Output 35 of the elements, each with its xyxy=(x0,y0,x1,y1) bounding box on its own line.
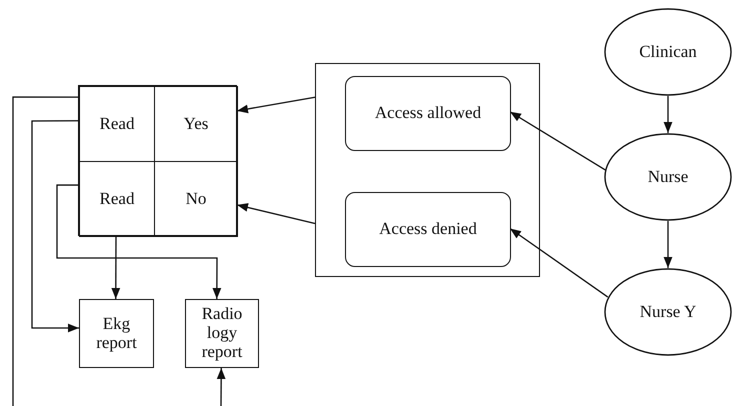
node-label: Ekg report xyxy=(95,314,138,352)
report-box xyxy=(79,299,154,368)
node-label: Access denied xyxy=(379,220,477,239)
arrow xyxy=(31,120,79,332)
node-label: Read xyxy=(100,114,134,134)
node-label: No xyxy=(186,190,206,208)
arrow xyxy=(56,184,222,299)
access-box xyxy=(345,76,511,151)
arrow xyxy=(236,203,316,224)
node-label: Yes xyxy=(184,114,208,134)
arrow xyxy=(664,221,672,268)
connector-line xyxy=(12,96,78,406)
arrow xyxy=(664,96,672,133)
table-cell xyxy=(79,86,155,162)
arrow xyxy=(510,228,608,298)
table-cell xyxy=(154,86,238,162)
node-label: Nurse xyxy=(648,168,688,186)
node-label: Read xyxy=(100,190,134,208)
arrow xyxy=(236,96,316,114)
role-ellipse xyxy=(604,8,732,96)
access-box xyxy=(345,192,511,267)
node-label: Access allowed xyxy=(374,104,482,123)
node-label: Nurse Y xyxy=(640,302,696,322)
table-cell xyxy=(154,161,238,237)
permission-table xyxy=(78,85,237,236)
node-label: Clinican xyxy=(639,42,697,62)
role-ellipse xyxy=(604,268,732,356)
arrow xyxy=(111,236,120,299)
role-ellipse xyxy=(604,133,732,221)
arrow xyxy=(216,368,226,406)
report-box xyxy=(185,299,259,368)
node-label: Radio logy report xyxy=(200,305,244,362)
access-panel xyxy=(315,63,540,277)
table-cell xyxy=(79,161,155,237)
arrow xyxy=(510,111,606,171)
